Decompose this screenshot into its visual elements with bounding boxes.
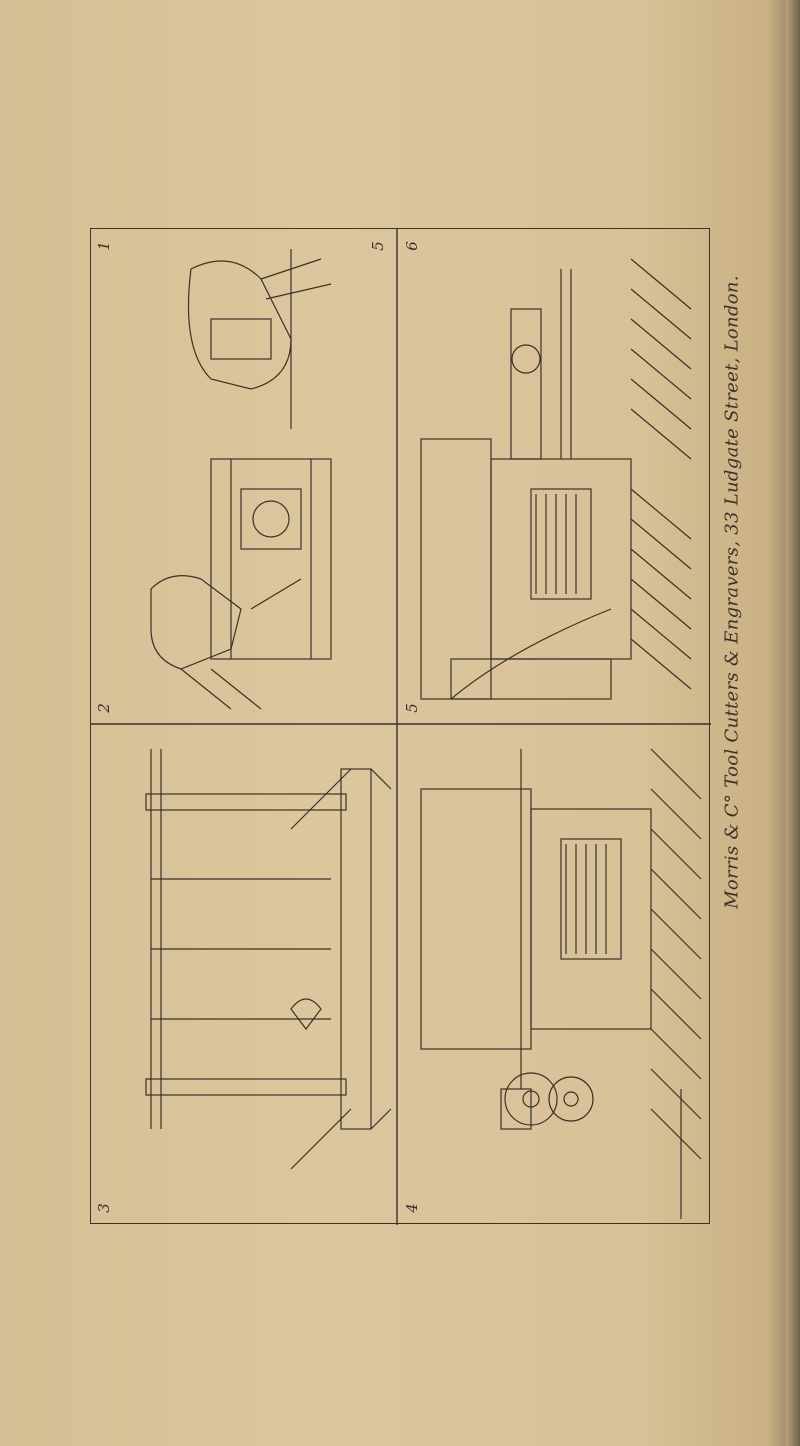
figure-screw-clamp [145, 749, 392, 1170]
figure-number-label: 3 [94, 1203, 113, 1213]
figure-number-label: 1 [94, 241, 113, 251]
figure-number-label: 5 [368, 241, 387, 251]
figure-press-upright [420, 258, 692, 700]
engraver-imprint: Morris & C° Tool Cutters & Engravers, 33… [718, 272, 746, 912]
figure-hands-tool [187, 249, 332, 429]
figure-number-label: 6 [402, 241, 421, 251]
figure-number-label: 2 [94, 703, 113, 713]
figure-workman-press [150, 458, 332, 710]
plate-engraving [91, 229, 711, 1225]
engraved-plate: 1 2 3 4 5 6 5 [90, 228, 711, 1225]
engraver-imprint-text: Morris & C° Tool Cutters & Engravers, 33… [721, 275, 743, 909]
figure-number-label: 4 [402, 1203, 421, 1213]
figure-number-label: 5 [402, 703, 421, 713]
paper-edge-shadow [786, 0, 800, 1446]
figure-geared-press [420, 748, 702, 1219]
